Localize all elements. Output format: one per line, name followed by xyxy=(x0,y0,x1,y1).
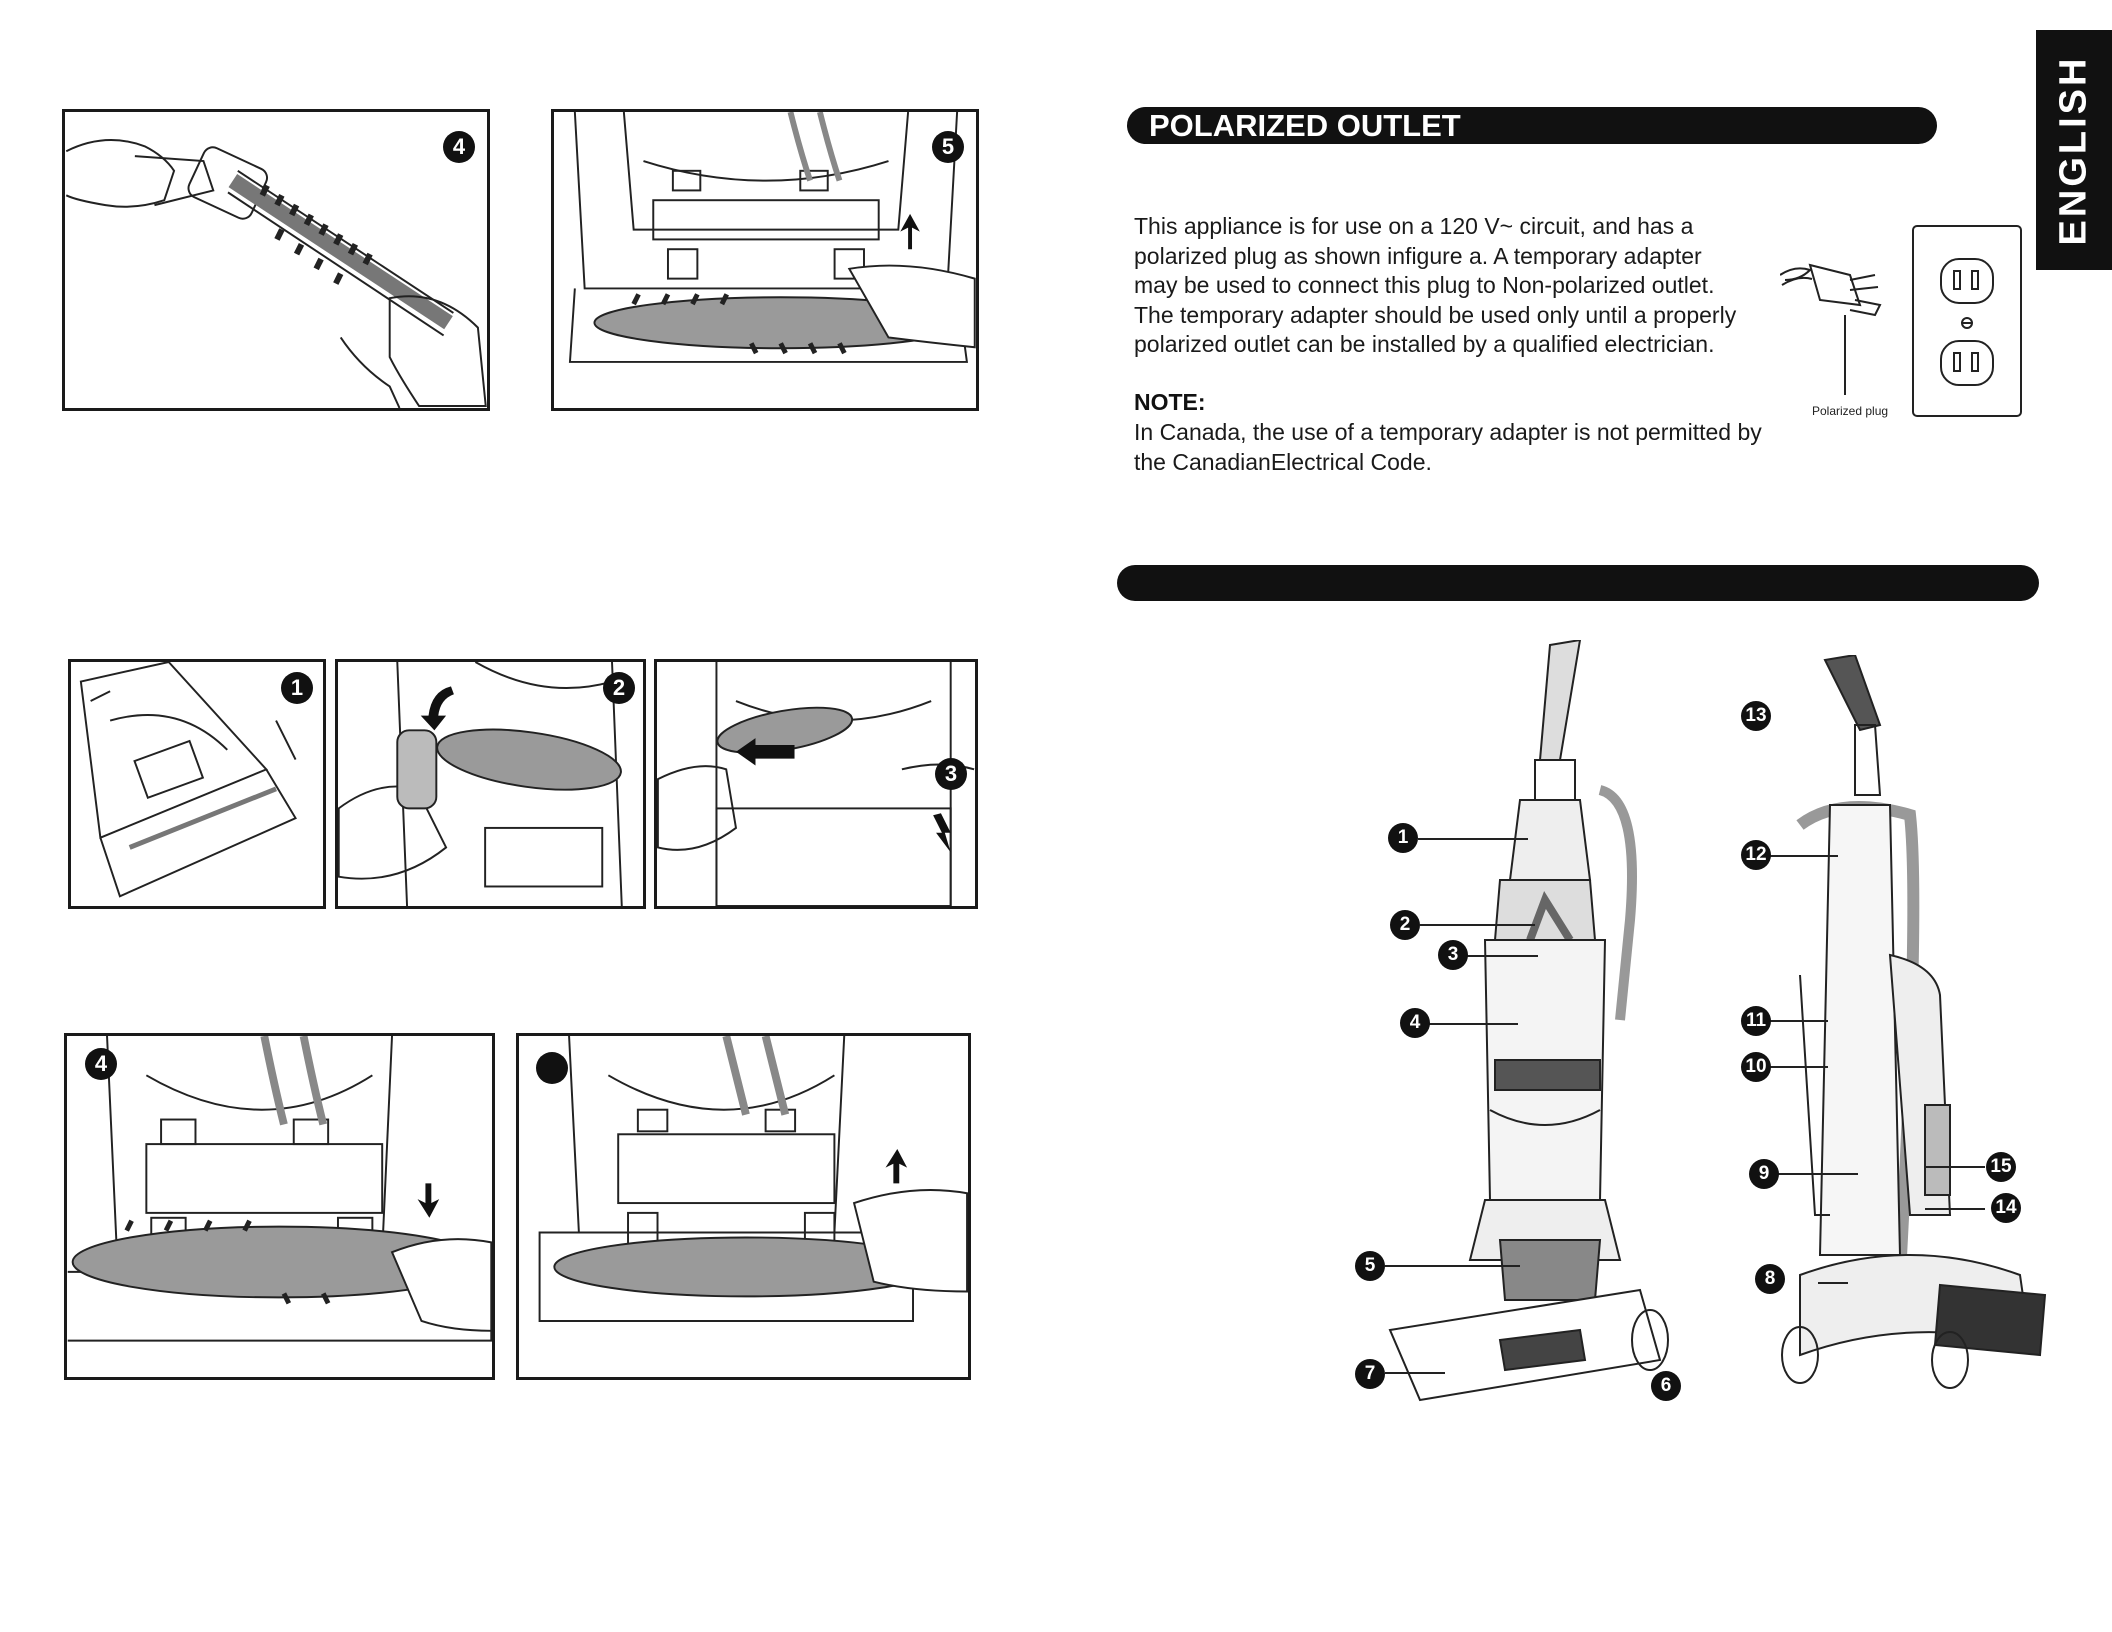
illustration-insert-brushroll: 5 xyxy=(551,109,979,411)
seat-brushroll-drawing xyxy=(67,1036,492,1342)
leader-line xyxy=(1925,1208,1985,1210)
leader-line xyxy=(1778,1173,1858,1175)
leader-line xyxy=(1428,1023,1518,1025)
body-line: This appliance is for use on a 120 V~ ci… xyxy=(1134,213,1694,239)
callout-6: 6 xyxy=(1651,1371,1681,1401)
illustration-remove-belt: 3 xyxy=(654,659,978,909)
callout-9: 9 xyxy=(1749,1159,1779,1189)
leader-line xyxy=(1418,838,1528,840)
step-badge: 3 xyxy=(935,758,967,790)
base-tilted-drawing xyxy=(79,662,297,898)
step-badge: 1 xyxy=(281,672,313,704)
illustration-install-brushroll xyxy=(516,1033,971,1380)
parts-heading-bar xyxy=(1117,565,2039,601)
callout-13: 13 xyxy=(1741,701,1771,731)
illustration-base-tilted: 1 xyxy=(68,659,326,909)
lift-brushroll-drawing xyxy=(338,662,623,906)
polarized-plug-icon xyxy=(1780,263,1882,395)
outlet-icon xyxy=(1912,225,2022,417)
install-brushroll-drawing xyxy=(538,1036,968,1322)
note-line: the CanadianElectrical Code. xyxy=(1134,448,1432,475)
callout-12: 12 xyxy=(1741,840,1771,870)
callout-1: 1 xyxy=(1388,823,1418,853)
note-title: NOTE: xyxy=(1134,389,1206,415)
leader-line xyxy=(1768,1020,1828,1022)
remove-belt-drawing xyxy=(657,662,975,906)
step-badge: 2 xyxy=(603,672,635,704)
step-badge: 4 xyxy=(85,1048,117,1080)
step-badge: 4 xyxy=(443,131,475,163)
polarized-outlet-heading: POLARIZED OUTLET xyxy=(1127,107,1937,144)
note-line: In Canada, the use of a temporary adapte… xyxy=(1134,419,1762,445)
callout-14: 14 xyxy=(1991,1193,2021,1223)
body-line: The temporary adapter should be used onl… xyxy=(1134,301,1737,328)
body-line: polarized outlet can be installed by a q… xyxy=(1134,331,1715,357)
callout-2: 2 xyxy=(1390,910,1420,940)
leader-line xyxy=(1768,855,1838,857)
leader-line xyxy=(1385,1265,1520,1267)
vacuum-front-illustration xyxy=(1388,640,1669,1402)
callout-8: 8 xyxy=(1755,1264,1785,1294)
vacuum-back-illustration xyxy=(1781,655,2047,1389)
brushroll-hands-drawing xyxy=(65,139,487,408)
insert-brushroll-drawing xyxy=(568,112,976,363)
body-line: may be used to connect this plug to Non-… xyxy=(1134,272,1715,298)
polarized-outlet-body: This appliance is for use on a 120 V~ ci… xyxy=(1134,212,1784,360)
plug-caption: Polarized plug xyxy=(1812,404,1889,418)
language-tab-label: ENGLISH xyxy=(2052,55,2095,245)
callout-11: 11 xyxy=(1741,1006,1771,1036)
leader-line xyxy=(1420,924,1535,926)
leader-line xyxy=(1456,955,1538,957)
polarized-outlet-heading-text: POLARIZED OUTLET xyxy=(1149,107,1461,143)
callout-4: 4 xyxy=(1400,1008,1430,1038)
illustration-seat-brushroll: 4 xyxy=(64,1033,495,1380)
callout-5: 5 xyxy=(1355,1251,1385,1281)
leader-line xyxy=(1768,1066,1828,1068)
leader-line xyxy=(1385,1372,1445,1374)
leader-line xyxy=(1925,1166,1985,1168)
note-body: In Canada, the use of a temporary adapte… xyxy=(1134,418,1814,477)
body-line: polarized plug as shown infigure a. A te… xyxy=(1134,242,1702,269)
illustration-brushroll-in-hands: 4 xyxy=(62,109,490,411)
step-badge xyxy=(536,1052,568,1084)
callout-15: 15 xyxy=(1986,1152,2016,1182)
callout-3: 3 xyxy=(1438,940,1468,970)
leader-line xyxy=(1818,1282,1848,1284)
callout-10: 10 xyxy=(1741,1052,1771,1082)
callout-7: 7 xyxy=(1355,1359,1385,1389)
step-badge: 5 xyxy=(932,131,964,163)
language-tab: ENGLISH xyxy=(2036,30,2112,270)
illustration-lift-brushroll: 2 xyxy=(335,659,646,909)
